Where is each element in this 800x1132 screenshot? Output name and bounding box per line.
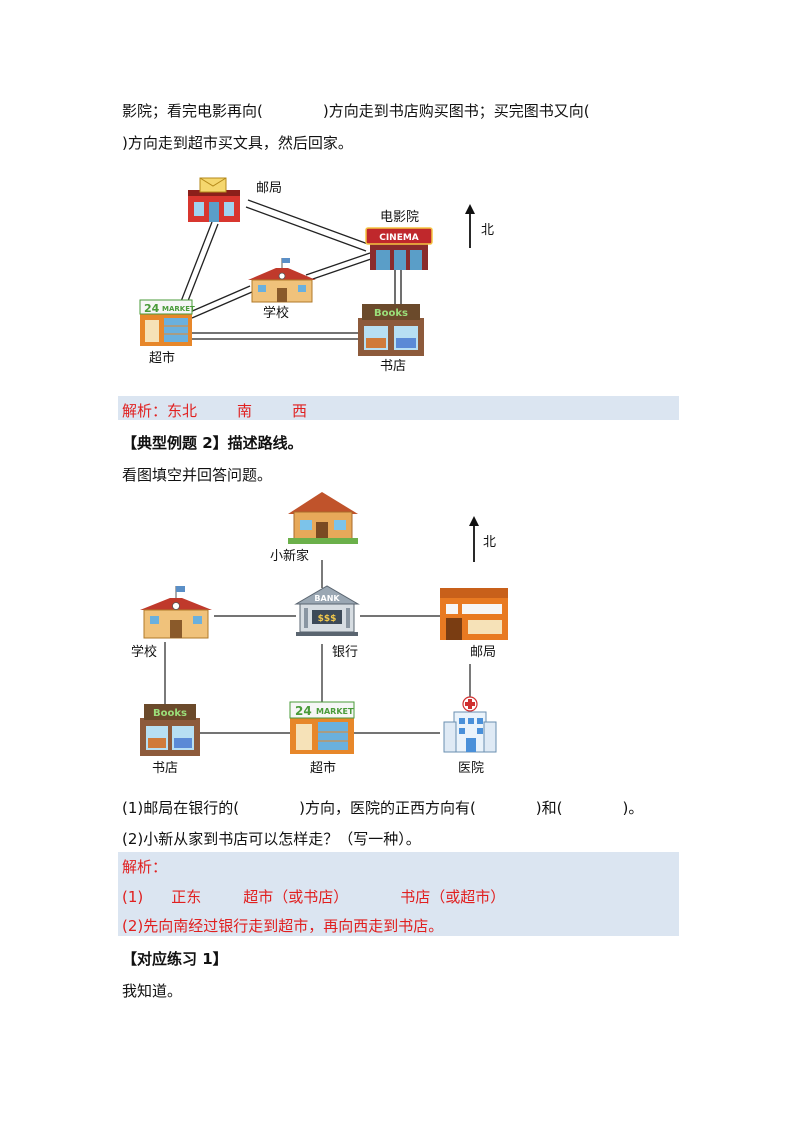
map1-market-num: 24 bbox=[144, 302, 160, 315]
question-1: (1)邮局在银行的( )方向，医院的正西方向有( )和( )。 bbox=[122, 799, 644, 817]
map2-bookstore-label: 书店 bbox=[152, 761, 178, 776]
map1-cinema-icon: CINEMA bbox=[365, 227, 433, 270]
analysis-2-band bbox=[118, 852, 679, 936]
example-2-intro: 看图填空并回答问题。 bbox=[122, 466, 273, 484]
map2-supermarket-label: 超市 bbox=[310, 760, 336, 776]
map2-north-label: 北 bbox=[483, 535, 496, 550]
question-2: (2)小新从家到书店可以怎样走？（写一种）。 bbox=[122, 830, 421, 848]
map1-bookstore-icon: Books bbox=[358, 304, 424, 356]
analysis-2-answer-2: 超市（或书店） bbox=[243, 888, 349, 906]
map2-post-office-label: 邮局 bbox=[470, 645, 496, 660]
map1-books-sign: Books bbox=[374, 308, 408, 319]
practice-intro: 我知道。 bbox=[122, 982, 183, 1000]
analysis-1-answer-3: 西 bbox=[292, 402, 308, 420]
map2-hospital-label: 医院 bbox=[458, 761, 484, 776]
analysis-2-num: (1) bbox=[122, 888, 144, 906]
map1-supermarket-label: 超市 bbox=[149, 350, 175, 366]
analysis-1-answer-2: 南 bbox=[237, 402, 253, 420]
map2-bank-sign: BANK bbox=[314, 594, 340, 603]
map2-post-office-icon bbox=[440, 588, 508, 640]
map1-cinema-sign: CINEMA bbox=[379, 233, 419, 243]
map2-bookstore-icon: Books bbox=[140, 704, 200, 756]
map2-home-label: 小新家 bbox=[270, 548, 309, 564]
map2-market-num: 24 bbox=[295, 704, 312, 718]
text-line-2: )方向走到超市买文具，然后回家。 bbox=[122, 134, 353, 152]
analysis-1-answer-1: 东北 bbox=[167, 402, 198, 420]
text-line-1: 影院；看完电影再向( )方向走到书店购买图书；买完图书又向( bbox=[122, 102, 590, 120]
analysis-1-band bbox=[118, 396, 679, 420]
analysis-2-line-2: (2)先向南经过银行走到超市，再向西走到书店。 bbox=[122, 917, 444, 935]
analysis-2-answer-1: 正东 bbox=[171, 888, 202, 906]
map1-roads bbox=[179, 199, 402, 340]
map1-supermarket-icon: 24 MARKET bbox=[139, 299, 195, 346]
map2-bank-icon: BANK $$$ bbox=[294, 585, 360, 636]
map2-roads bbox=[164, 560, 471, 734]
map1-bookstore-label: 书店 bbox=[380, 359, 406, 374]
map1-market-sign: MARKET bbox=[162, 305, 195, 313]
map2-bank-label: 银行 bbox=[332, 645, 358, 660]
map2-school-icon bbox=[140, 586, 212, 639]
map2-books-sign: Books bbox=[153, 708, 187, 719]
analysis-1-label: 解析： bbox=[122, 402, 168, 420]
map2-home-icon bbox=[288, 492, 358, 544]
map2-hospital-icon bbox=[443, 696, 497, 753]
map2-school-label: 学校 bbox=[131, 644, 157, 660]
map1-school-icon bbox=[248, 258, 316, 303]
map1-post-office-icon bbox=[188, 177, 240, 222]
map2-market-sign: MARKET bbox=[316, 707, 354, 716]
map2-north-arrow-icon bbox=[469, 516, 479, 562]
analysis-2-answer-3: 书店（或超市） bbox=[400, 888, 506, 906]
map1-cinema-label: 电影院 bbox=[380, 210, 419, 225]
practice-title: 【对应练习 1】 bbox=[122, 950, 228, 968]
analysis-1: 解析：东北 南 西 bbox=[122, 400, 307, 421]
map1-north-arrow-icon bbox=[465, 204, 475, 248]
map1-north-label: 北 bbox=[481, 223, 494, 238]
map2-bank-money: $$$ bbox=[318, 614, 337, 624]
map2-supermarket-icon: 24 MARKET bbox=[289, 701, 355, 754]
analysis-2-label: 解析： bbox=[122, 858, 168, 876]
map1-post-office-label: 邮局 bbox=[256, 181, 282, 196]
analysis-2-line-1: (1) 正东 超市（或书店） 书店（或超市） bbox=[122, 886, 505, 907]
map1-school-label: 学校 bbox=[263, 305, 289, 321]
example-2-title: 【典型例题 2】描述路线。 bbox=[122, 434, 303, 452]
